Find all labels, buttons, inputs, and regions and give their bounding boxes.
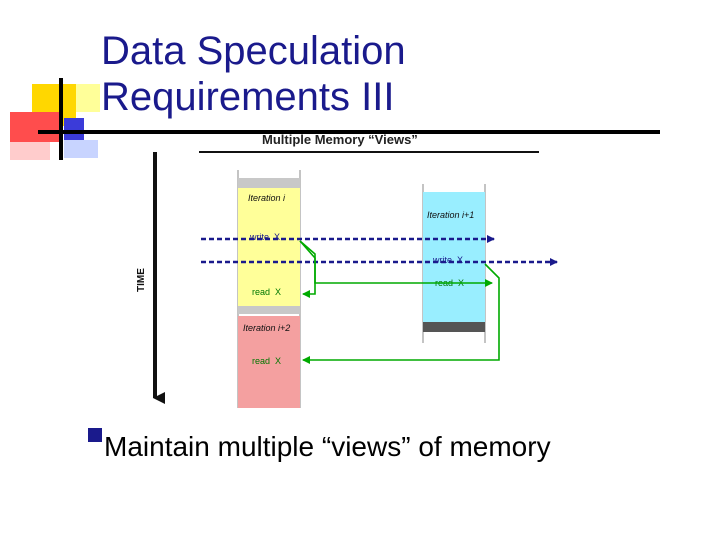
- diagram-caption: Multiple Memory “Views”: [262, 132, 418, 147]
- iteration-i-bottom-bar: [238, 306, 300, 314]
- slide-title-line-1: Data Speculation: [101, 29, 406, 73]
- deco-square-pink: [10, 142, 50, 160]
- forward-arrow-write-i-to-read-i: [299, 240, 316, 298]
- title-rule-vertical: [59, 78, 63, 160]
- time-axis-label: TIME: [136, 268, 147, 292]
- iteration-i-read-x: read X: [252, 287, 281, 297]
- deco-square-red: [10, 112, 60, 142]
- iteration-i2-block: [238, 316, 300, 408]
- iteration-i-write-x: write X: [249, 232, 280, 242]
- bullet-text: Maintain multiple “views” of memory: [104, 431, 551, 462]
- iteration-i-top-bar: [238, 178, 300, 188]
- title-rule-horizontal: [38, 130, 660, 134]
- iteration-i-block: [238, 188, 300, 306]
- slide-title-line-2: Requirements III: [101, 75, 395, 119]
- deco-square-pale-yellow: [76, 84, 100, 112]
- iteration-i2-read-x: read X: [252, 356, 281, 366]
- bullet-point: Maintain multiple “views” of memory: [88, 428, 708, 464]
- memory-views-diagram: Multiple Memory “Views” TIME Iteration i…: [136, 132, 558, 408]
- deco-square-blue: [64, 118, 84, 140]
- iteration-i1-block: [423, 192, 485, 322]
- bullet-square-icon: [88, 428, 102, 442]
- iteration-i-label: Iteration i: [248, 193, 286, 203]
- iteration-i2-label: Iteration i+2: [243, 323, 290, 333]
- iteration-i1-bottom-bar: [423, 322, 485, 332]
- forward-arrow-write-i1-to-read-i2: [302, 263, 500, 364]
- iteration-i1-label: Iteration i+1: [427, 210, 474, 220]
- deco-square-pale-blue: [64, 140, 98, 158]
- iteration-i1-write-x: write X: [432, 255, 463, 265]
